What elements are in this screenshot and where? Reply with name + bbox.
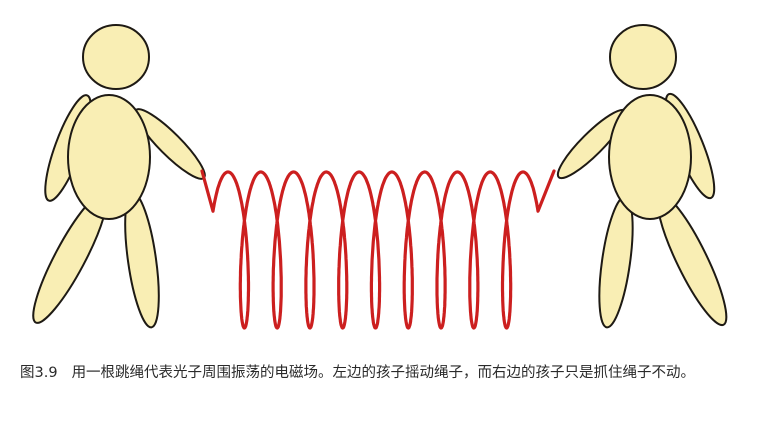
right-child-head: [609, 24, 677, 90]
caption-text: 用一根跳绳代表光子周围振荡的电磁场。左边的孩子摇动绳子，而右边的孩子只是抓住绳子…: [71, 365, 696, 381]
left-child-body: [67, 94, 151, 220]
jump-rope-coil: [200, 169, 556, 330]
rope-path: [200, 169, 556, 330]
right-child-left-leg: [598, 195, 634, 329]
jump-rope-illustration: [32, 24, 728, 330]
right-child-figure: [556, 24, 728, 329]
left-child-head: [82, 24, 150, 90]
figure-caption: 图3.9 用一根跳绳代表光子周围振荡的电磁场。左边的孩子摇动绳子，而右边的孩子只是…: [20, 363, 750, 384]
left-child-figure: [32, 24, 206, 329]
figure-number: 图3.9: [20, 365, 58, 381]
right-child-body: [608, 94, 692, 220]
